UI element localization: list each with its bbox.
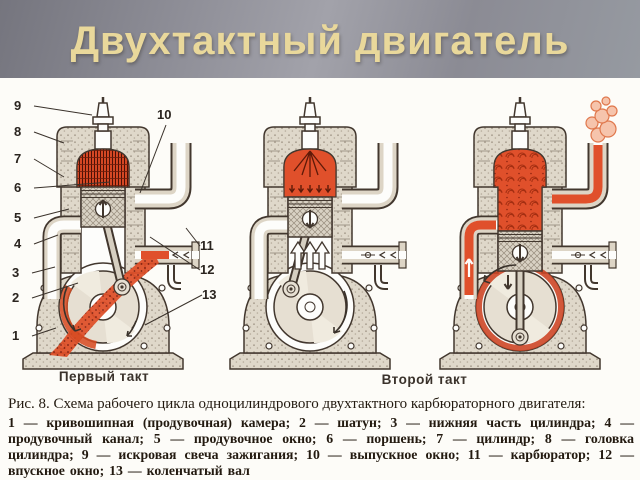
crank-pin: [282, 280, 300, 298]
engine-diagrams-canvas: [0, 85, 640, 395]
piston: [80, 186, 126, 228]
piston: [287, 196, 333, 238]
figure-caption-legend: 1 — кривошипная (продувочная) камера; 2 …: [8, 415, 634, 478]
engine-diagram-first-stroke: [23, 97, 199, 369]
crank-pin: [511, 328, 529, 346]
slide-header: [0, 0, 640, 78]
crankshaft-rotation-arrow: [483, 264, 517, 284]
compressed-charge: [76, 148, 130, 188]
callout-part-7: 7: [14, 151, 22, 166]
callout-part-2: 2: [12, 290, 20, 305]
engine-diagram-ignition: [230, 97, 406, 369]
ignition-spark: [293, 150, 327, 177]
callout-part-8: 8: [14, 124, 22, 139]
callout-part-4: 4: [14, 236, 22, 251]
callout-part-11: 11: [200, 238, 214, 253]
exhaust-gases: [493, 145, 603, 232]
callout-part-12: 12: [200, 262, 215, 277]
callout-part-10: 10: [157, 107, 172, 122]
second-stroke-label: Второй такт: [381, 372, 468, 387]
callout-leader-lines: [31, 105, 203, 337]
engine-diagram-exhaust: [440, 97, 617, 369]
crankshaft-rotation-arrows: [62, 286, 137, 337]
scavenging-arrows: [289, 240, 331, 270]
callout-part-5: 5: [14, 210, 22, 225]
callout-part-6: 6: [14, 180, 22, 195]
callout-part-9: 9: [14, 98, 22, 113]
piston-motion-arrow: [503, 275, 513, 290]
crankshaft-rotation-arrow: [333, 290, 348, 334]
figure-caption-heading: Рис. 8. Схема рабочего цикла одноцилиндр…: [8, 396, 586, 412]
piston: [497, 230, 543, 272]
first-stroke-label: Первый такт: [58, 369, 150, 384]
combustion-flash: [283, 148, 337, 198]
exhaust-smoke: [585, 96, 618, 143]
crank-pin: [113, 278, 131, 296]
callout-part-1: 1: [12, 328, 20, 343]
slide-title: Двухтактный двигатель: [70, 19, 570, 63]
callout-part-13: 13: [202, 287, 217, 302]
figure-caption: Рис. 8. Схема рабочего цикла одноцилиндр…: [8, 395, 634, 479]
callout-part-3: 3: [12, 265, 20, 280]
